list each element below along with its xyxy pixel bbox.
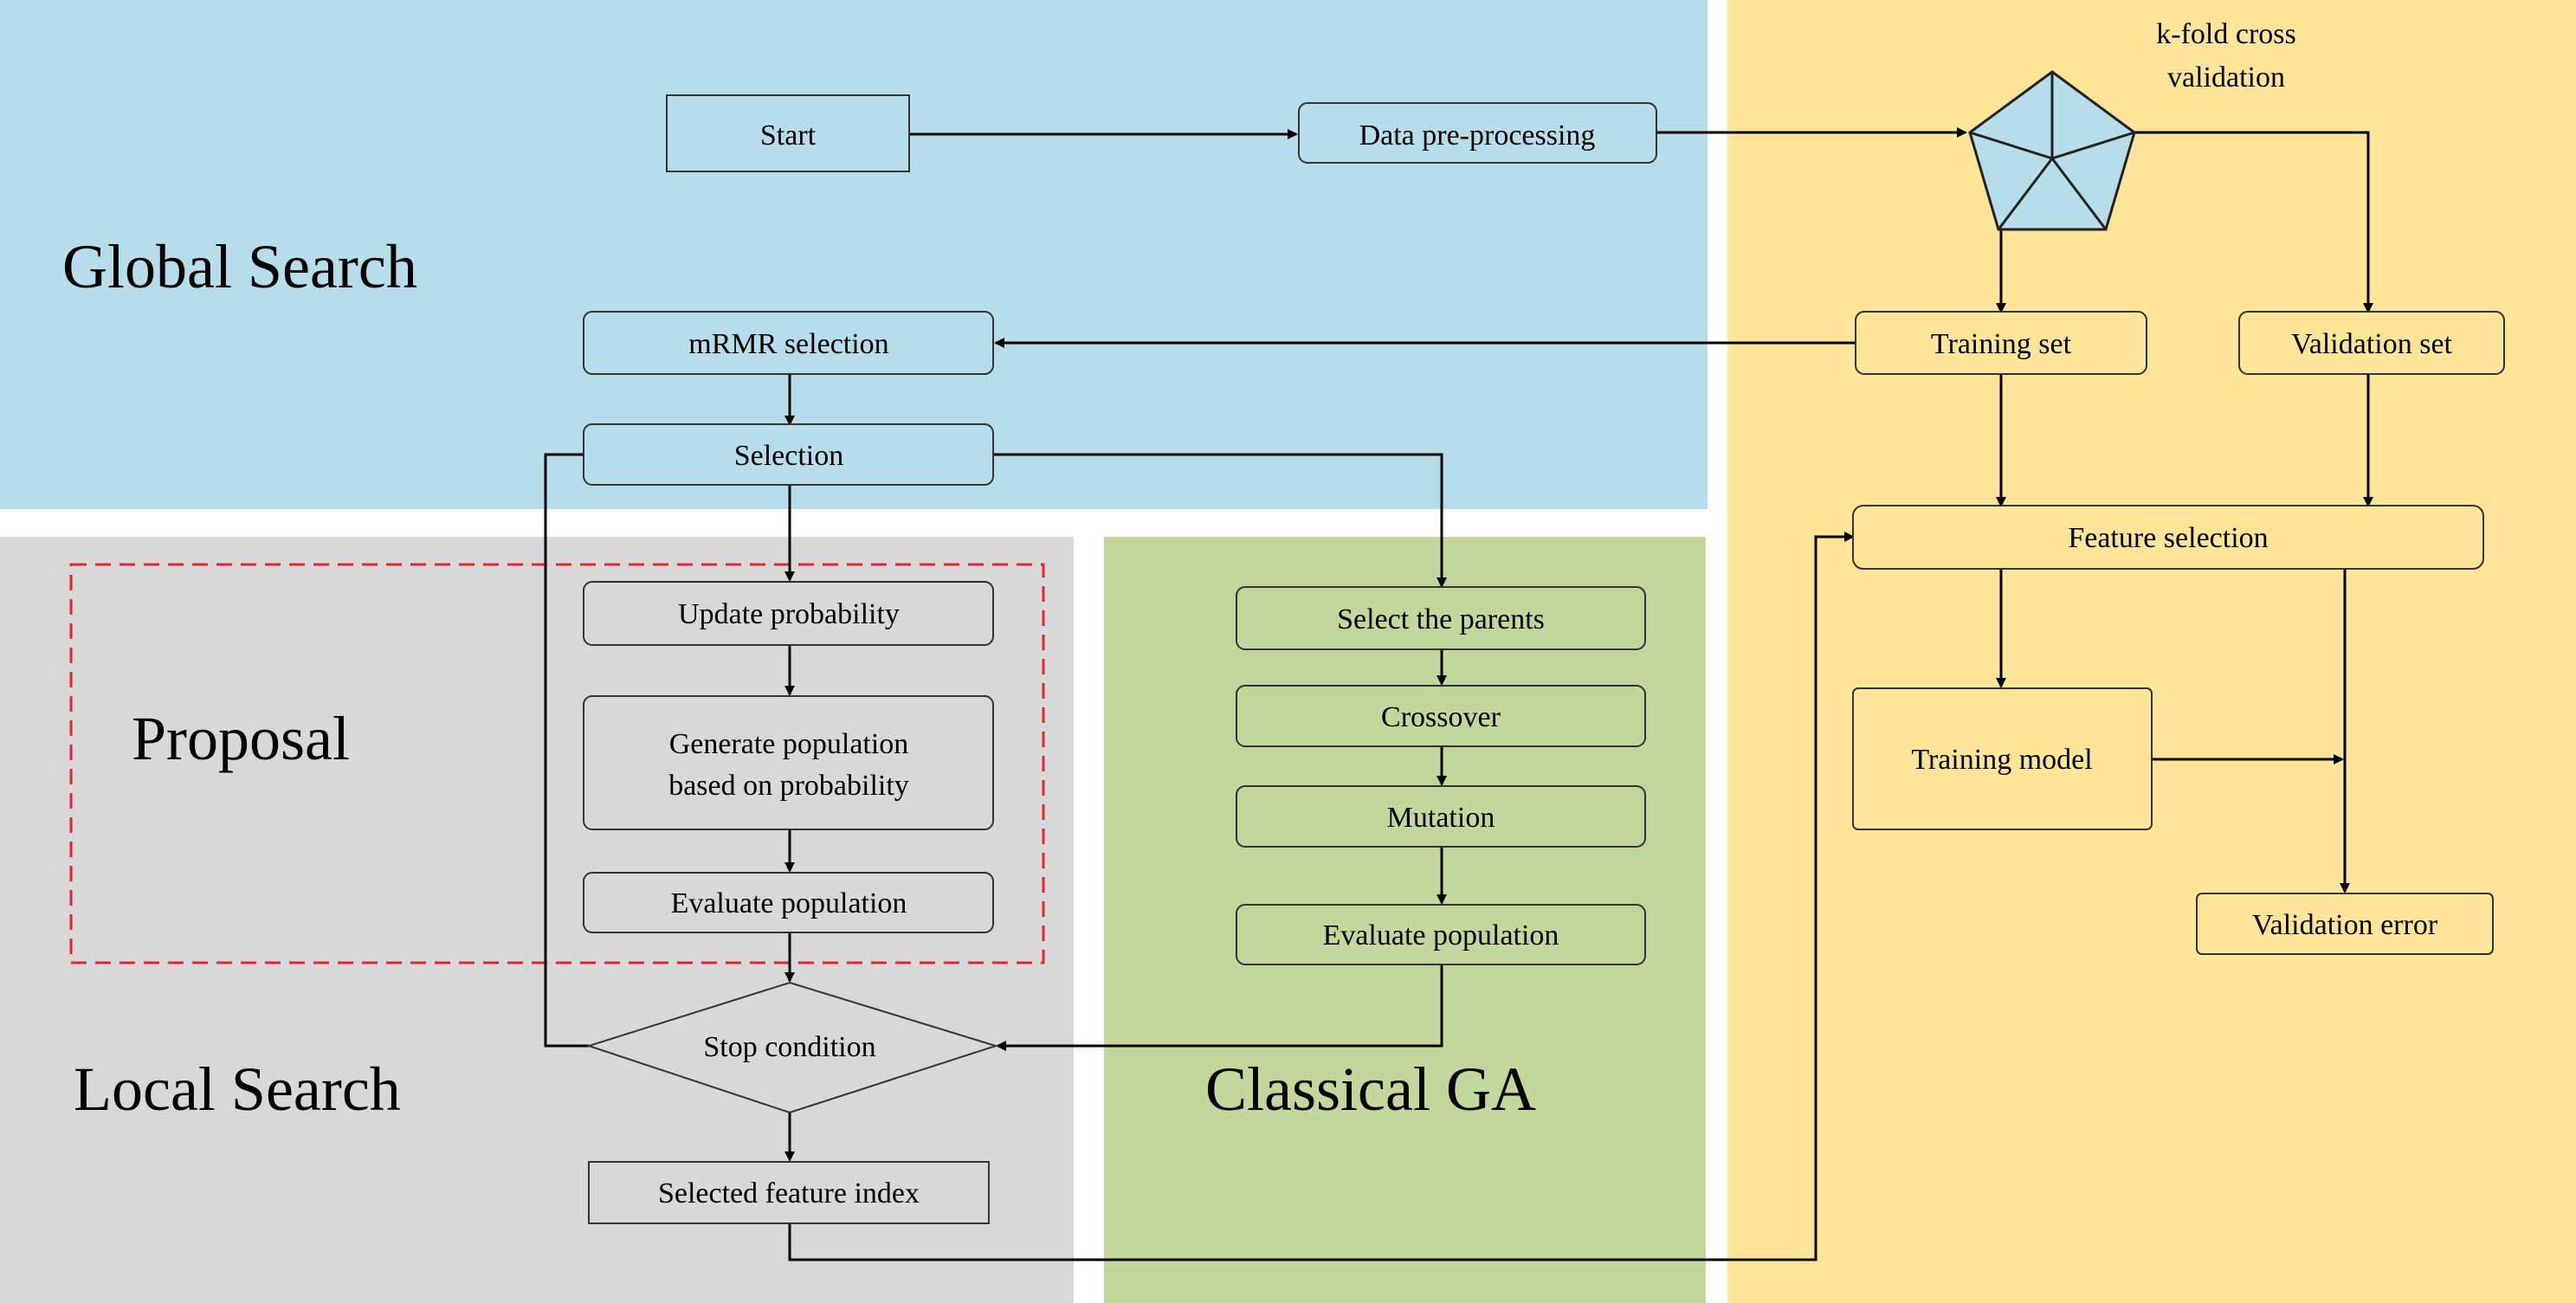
classical-ga-label: Classical GA	[1205, 1055, 1536, 1124]
start-label: Start	[760, 119, 817, 152]
update-probability-label: Update probability	[678, 598, 900, 630]
edge-selected-feature	[788, 532, 1855, 1261]
generate-population-label-line1: Generate population	[669, 728, 909, 760]
stop-condition-diamond	[585, 981, 999, 1114]
data-preprocessing-label: Data pre-processing	[1359, 119, 1596, 152]
validation-region	[1727, 0, 2576, 1303]
training-set-node	[1855, 311, 2147, 375]
selection-label: Selection	[734, 440, 844, 472]
validation-set-node	[2238, 311, 2505, 375]
mutation-node	[1236, 785, 1646, 848]
edge-selection-loop	[544, 453, 589, 1048]
select-parents-node	[1236, 586, 1646, 650]
training-set-label: Training set	[1931, 328, 2072, 360]
feature-selection-label: Feature selection	[2068, 522, 2268, 554]
validation-error-node	[2196, 893, 2494, 955]
proposal-label: Proposal	[132, 704, 350, 773]
edge-ga-evaluate-stop	[996, 964, 1443, 1051]
data-preprocessing-node	[1298, 102, 1657, 164]
generate-population-label-line2: based on probability	[668, 770, 909, 802]
evaluate-population-local-node	[583, 872, 994, 933]
edge-selection-parents	[993, 453, 1447, 588]
mrmr-selection-label: mRMR selection	[688, 328, 888, 360]
validation-set-label: Validation set	[2291, 328, 2453, 360]
kfold-label-line1: k-fold cross	[2156, 18, 2295, 50]
training-model-label: Training model	[1911, 744, 2092, 776]
proposal-box	[69, 563, 1045, 964]
select-parents-label: Select the parents	[1337, 603, 1545, 635]
global-search-label: Global Search	[62, 232, 417, 301]
selection-node	[583, 423, 994, 486]
stop-condition-label: Stop condition	[703, 1031, 875, 1063]
mrmr-selection-node	[583, 311, 994, 375]
edge-kfold-validation	[2134, 131, 2373, 313]
validation-error-label: Validation error	[2252, 909, 2438, 941]
evaluate-population-ga-label: Evaluate population	[1323, 919, 1559, 951]
generate-population-node	[583, 695, 994, 830]
kfold-label-line2: validation	[2167, 61, 2285, 94]
selected-feature-index-node	[588, 1161, 990, 1224]
crossover-node	[1236, 685, 1646, 747]
local-search-label: Local Search	[74, 1055, 401, 1124]
feature-selection-node	[1852, 505, 2484, 570]
evaluate-population-local-label: Evaluate population	[671, 887, 907, 919]
update-probability-node	[583, 581, 994, 646]
evaluate-population-ga-node	[1236, 904, 1646, 965]
selected-feature-index-label: Selected feature index	[658, 1177, 920, 1209]
kfold-pentagon-icon	[1968, 70, 2136, 231]
mutation-label: Mutation	[1387, 802, 1495, 834]
start-node	[666, 94, 910, 172]
training-model-node	[1852, 687, 2153, 830]
crossover-label: Crossover	[1381, 701, 1501, 733]
